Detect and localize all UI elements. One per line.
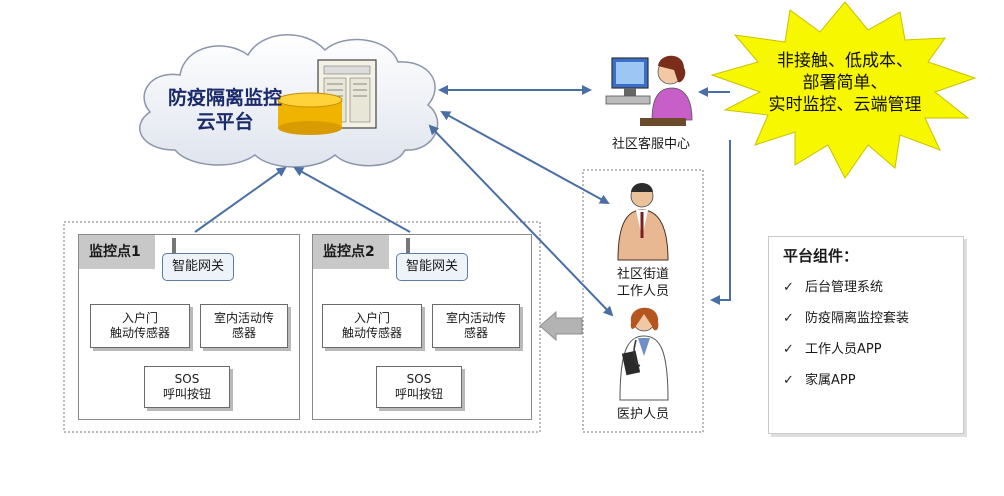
office-worker-icon (617, 183, 669, 261)
sensor-label-line-1: 室内活动传 (213, 311, 274, 325)
antenna-icon (172, 238, 176, 253)
smart-gateway-1: 智能网关 (162, 253, 234, 281)
cloud-title-line-1: 防疫隔离监控 (167, 87, 282, 109)
components-title: 平台组件： (783, 247, 859, 265)
sos-label-line-2: 呼叫按钮 (394, 387, 443, 401)
smart-gateway-2: 智能网关 (396, 253, 468, 281)
sensor-label-line-2: 感器 (231, 326, 256, 340)
component-item: ✓ 防疫隔离监控套装 (783, 303, 963, 334)
doctor-icon (619, 307, 669, 401)
operator-at-computer-icon (605, 55, 693, 126)
cloud-platform-title: 防疫隔离监控 云平台 (150, 86, 300, 134)
component-item: ✓ 家属APP (783, 365, 963, 396)
component-label: 防疫隔离监控套装 (805, 311, 910, 326)
antenna-icon (406, 238, 410, 253)
sensor-label-line-2: 感器 (463, 326, 488, 340)
indoor-motion-sensor-1: 室内活动传 感器 (200, 304, 288, 348)
medical-staff-label: 医护人员 (616, 407, 669, 422)
cloud-title-line-2: 云平台 (196, 111, 254, 133)
components-list: ✓ 后台管理系统 ✓ 防疫隔离监控套装 ✓ 工作人员APP ✓ 家属APP (769, 272, 963, 396)
indoor-motion-sensor-2: 室内活动传 感器 (432, 304, 520, 348)
sensor-label-line-1: 入户门 (353, 311, 390, 325)
sos-button-1: SOS 呼叫按钮 (144, 366, 230, 408)
component-item: ✓ 后台管理系统 (783, 272, 963, 303)
service-center-label: 社区客服中心 (611, 137, 690, 152)
sos-label-line-1: SOS (406, 372, 432, 386)
dispatch-arrow (539, 310, 583, 342)
check-icon: ✓ (783, 373, 794, 388)
platform-components-panel: 平台组件： ✓ 后台管理系统 ✓ 防疫隔离监控套装 ✓ 工作人员APP ✓ 家属APP (768, 236, 964, 434)
street-worker-label: 社区街道 工作人员 (596, 266, 690, 300)
check-icon: ✓ (783, 342, 794, 357)
sensor-label-line-1: 入户门 (121, 311, 158, 325)
feature-line-2: 部署简单、 (802, 73, 888, 93)
door-contact-sensor-2: 入户门 触动传感器 (322, 304, 422, 348)
street-worker-label-line-2: 工作人员 (616, 284, 669, 299)
feature-highlights: 非接触、低成本、 部署简单、 实时监控、云端管理 (745, 50, 945, 116)
sensor-label-line-2: 触动传感器 (109, 326, 170, 340)
component-label: 家属APP (805, 373, 856, 388)
sensor-label-line-1: 室内活动传 (445, 311, 506, 325)
street-worker-label-line-1: 社区街道 (616, 267, 669, 282)
site-label: 监控点1 (79, 235, 155, 269)
component-item: ✓ 工作人员APP (783, 334, 963, 365)
sensor-label-line-2: 触动传感器 (341, 326, 402, 340)
sos-label-line-1: SOS (174, 372, 200, 386)
check-icon: ✓ (783, 311, 794, 326)
feature-line-1: 非接触、低成本、 (777, 51, 913, 71)
sites-frame (63, 221, 541, 433)
sos-button-2: SOS 呼叫按钮 (376, 366, 462, 408)
database-icon (277, 92, 343, 135)
component-label: 后台管理系统 (805, 280, 884, 295)
feature-line-3: 实时监控、云端管理 (768, 95, 922, 115)
component-label: 工作人员APP (805, 342, 882, 357)
door-contact-sensor-1: 入户门 触动传感器 (90, 304, 190, 348)
site-label: 监控点2 (313, 235, 389, 269)
feature-starburst (710, 1, 977, 179)
check-icon: ✓ (783, 280, 794, 295)
sos-label-line-2: 呼叫按钮 (162, 387, 211, 401)
